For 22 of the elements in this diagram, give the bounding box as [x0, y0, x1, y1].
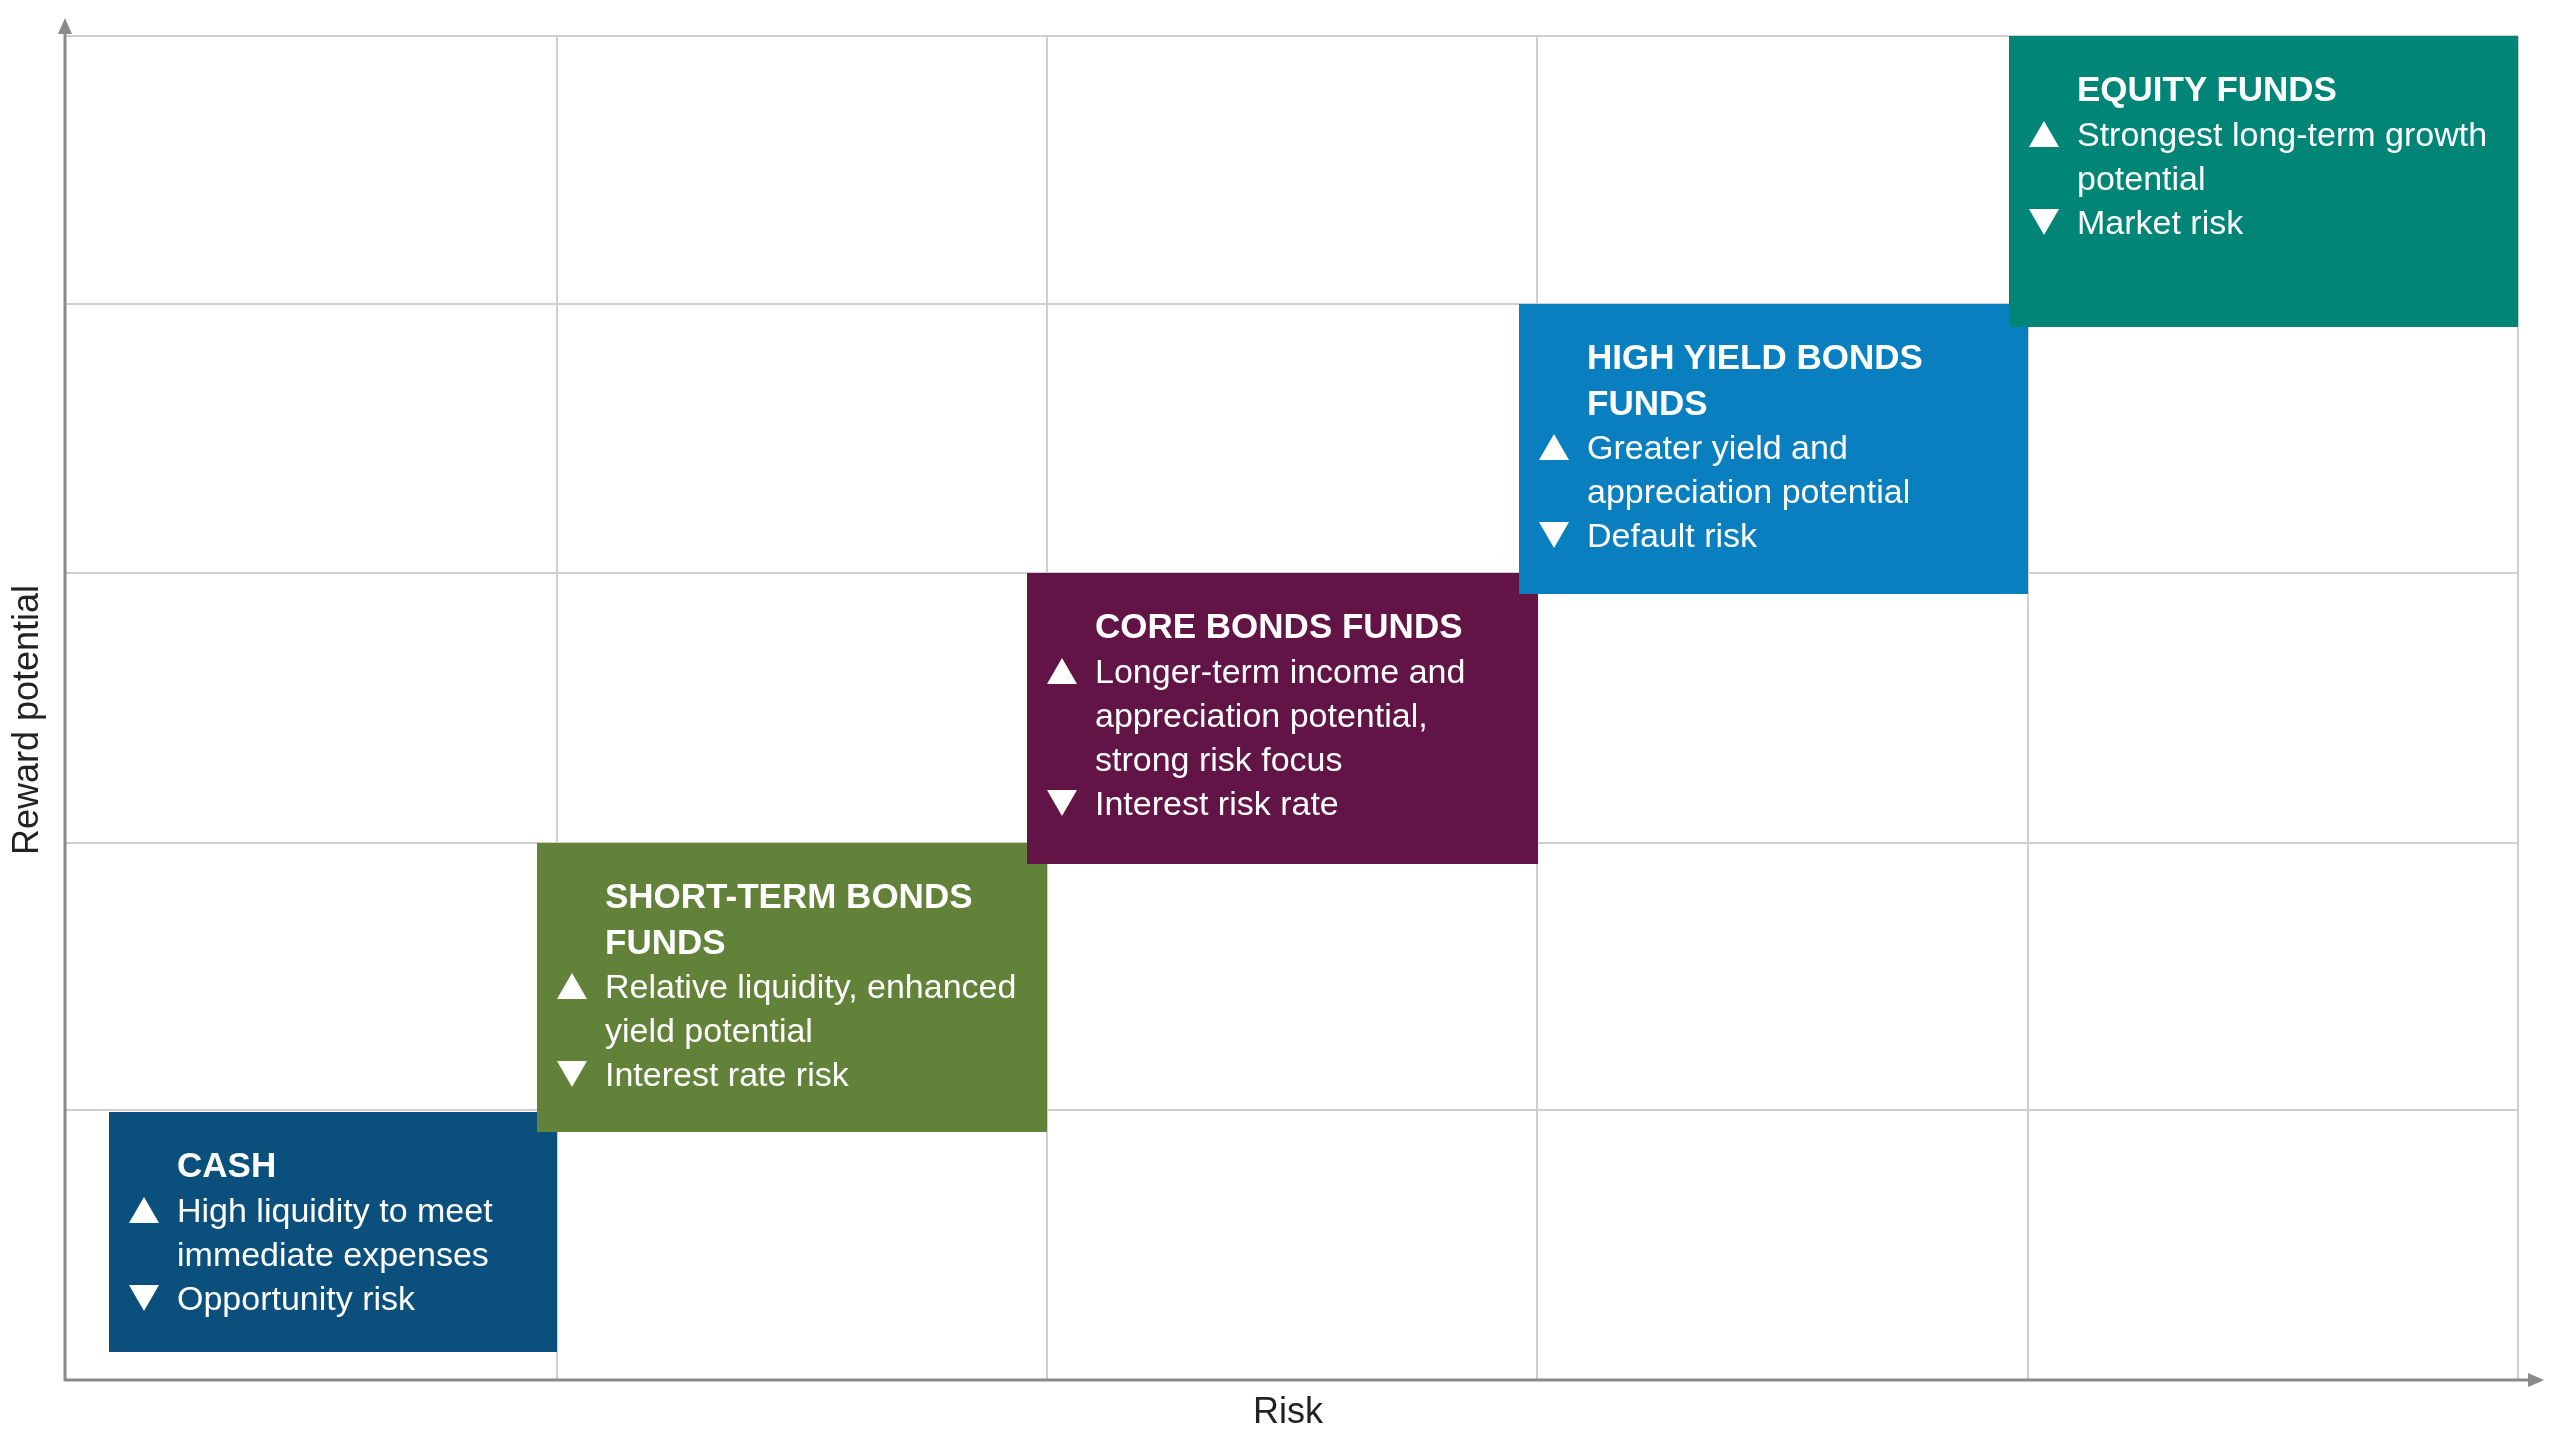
category-box — [1519, 304, 2028, 594]
category-box — [537, 843, 1047, 1132]
risk-text: Market risk — [2077, 201, 2244, 243]
category-box — [2009, 36, 2518, 327]
category-heading: SHORT-TERM BONDS FUNDS — [605, 875, 974, 963]
risk-text: Opportunity risk — [177, 1277, 416, 1319]
benefit-text: Strongest long-term growth potential — [2077, 113, 2489, 199]
risk-text: Default risk — [1587, 515, 1758, 557]
x-axis-title: Risk — [1253, 1390, 1323, 1432]
category-heading: HIGH YIELD BONDS FUNDS — [1587, 336, 1924, 424]
y-axis-title: Reward potential — [5, 584, 48, 856]
category-heading: CORE BONDS FUNDS — [1095, 605, 1464, 647]
category-heading: CASH — [177, 1144, 278, 1186]
risk-text: Interest rate risk — [605, 1054, 849, 1096]
category-box — [1027, 573, 1538, 864]
benefit-text: High liquidity to meet immediate expenses — [177, 1189, 494, 1275]
risk-text: Interest risk rate — [1095, 783, 1339, 825]
benefit-text: Longer-term income and appreciation potential, strong risk focus — [1095, 650, 1467, 780]
benefit-text: Relative liquidity, enhanced yield potential — [605, 966, 1018, 1052]
benefit-text: Greater yield and appreciation potential — [1587, 427, 1912, 513]
category-heading: EQUITY FUNDS — [2077, 68, 2338, 110]
category-box — [109, 1112, 557, 1352]
